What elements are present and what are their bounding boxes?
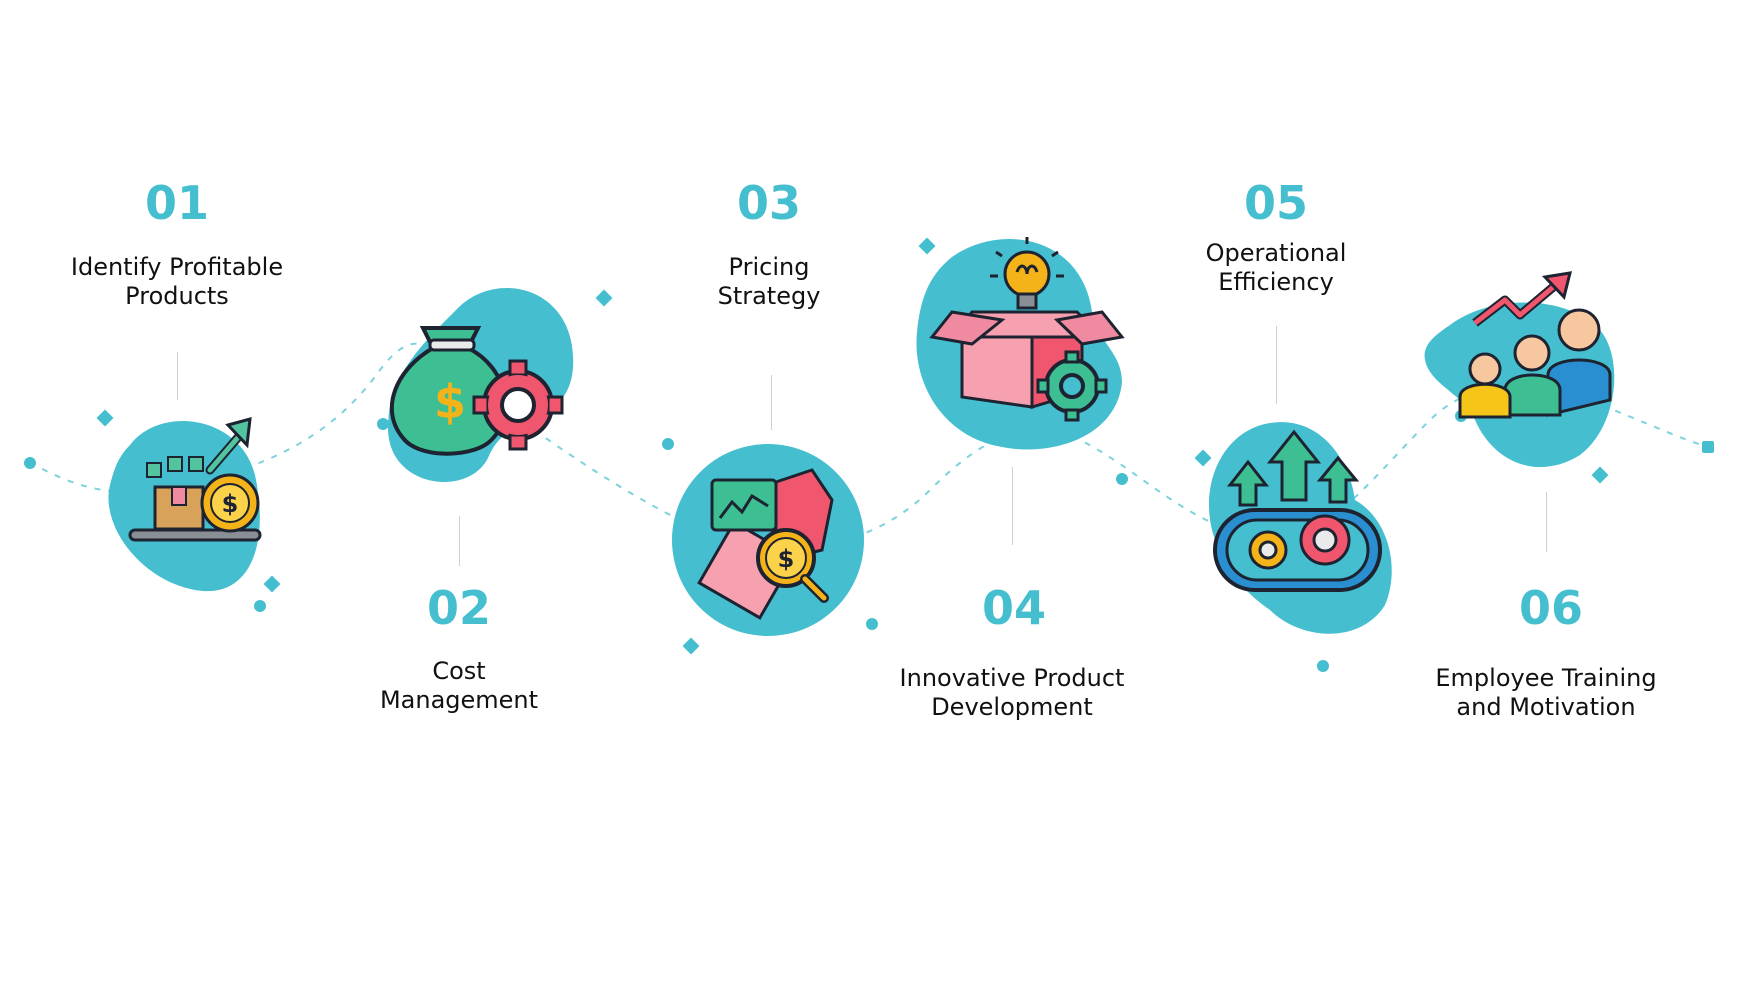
conveyor-gears-icon [1209,422,1392,634]
money-bag-gear-icon: $ [388,288,574,482]
pricing-analysis-icon: $ [672,444,864,636]
step-label-line: Employee Training [1435,664,1657,692]
step-number: 03 [736,176,801,230]
step-label-line: Management [379,686,539,714]
connector-line [1012,467,1013,545]
connector-line [177,352,178,400]
connector-line [459,516,460,566]
svg-text:$: $ [222,490,239,518]
step-label: Cost Management [309,657,609,715]
svg-text:$: $ [434,375,466,429]
step-label-line: Identify Profitable [70,253,284,281]
step-label-line: Pricing [728,253,810,281]
step-label-line: Innovative Product [899,664,1125,692]
product-growth-icon: $ [108,416,262,592]
step-label: Identify Profitable Products [27,253,327,311]
step-label: Operational Efficiency [1126,239,1426,297]
step-label: Pricing Strategy [619,253,919,311]
step-label-line: Cost [432,657,486,685]
step-number: 06 [1518,581,1583,635]
team-growth-icon [1424,271,1615,468]
connector-line [771,375,772,430]
svg-text:$: $ [778,545,795,573]
step-label-line: Products [125,282,229,310]
step-label: Innovative Product Development [862,664,1162,722]
idea-box-icon [916,237,1125,450]
connector-line [1276,326,1277,404]
step-number: 05 [1243,176,1308,230]
step-label: Employee Training and Motivation [1396,664,1696,722]
step-number: 01 [144,176,209,230]
connector-line [1546,492,1547,552]
step-label-line: Efficiency [1218,268,1334,296]
step-label-line: and Motivation [1456,693,1636,721]
step-label-line: Operational [1205,239,1347,267]
step-number: 02 [426,581,491,635]
step-number: 04 [981,581,1046,635]
step-label-line: Development [931,693,1093,721]
step-label-line: Strategy [717,282,821,310]
